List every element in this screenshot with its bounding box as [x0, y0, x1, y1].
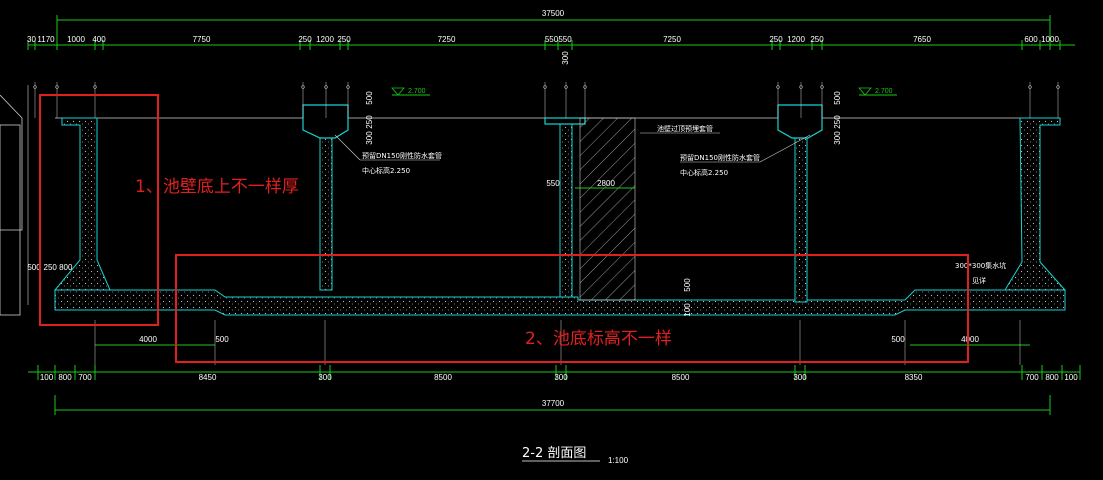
annotation-wall-text: 1、池壁底上不一样厚: [135, 177, 299, 197]
small-dim-label: 300: [365, 131, 374, 145]
interior-wall-3: [794, 129, 808, 303]
center-note: 池壁过顶预埋套管: [657, 124, 713, 133]
left-soil-outline: [0, 85, 29, 316]
top-dim-label: 30: [27, 35, 36, 44]
bottom-dim-label: 700: [1025, 373, 1039, 382]
dim-550: 550: [546, 179, 560, 188]
top-dim-label: 550: [545, 35, 559, 44]
pipe-note-left: 预留DN150刚性防水套管: [362, 151, 442, 160]
axis-grid-lines: [33, 82, 1060, 365]
annotation-box-wall: [39, 94, 159, 326]
center-hatched-zone: [579, 117, 636, 301]
dim-500-wall: 500: [27, 263, 41, 272]
top-dim-label: 1170: [37, 35, 55, 44]
small-dim-label: 250: [833, 115, 842, 129]
small-dim-label: 500: [365, 91, 374, 105]
right-note-sub: 见详: [972, 276, 986, 285]
svg-text:2.700: 2.700: [408, 88, 426, 95]
dim-500-left: 500: [215, 335, 229, 344]
bottom-dim-label: 8500: [672, 373, 690, 382]
bottom-dim-label: 300: [318, 373, 332, 382]
bottom-dim-label: 8450: [199, 373, 217, 382]
right-note: 300*300集水坑: [955, 261, 1006, 270]
bottom-dimension-group: 37700 100 800 700 8450 300 8500 300 8500 300 8350…: [28, 335, 1081, 415]
dim-4000-right: 4000: [961, 335, 979, 344]
top-dim-label: 250: [337, 35, 351, 44]
pipe-note-right: 预留DN150刚性防水套管: [680, 153, 760, 162]
interior-wall-1: [319, 129, 333, 291]
bottom-dim-label: 8500: [434, 373, 452, 382]
top-dim-label: 250: [769, 35, 783, 44]
small-dim-label: 500: [833, 91, 842, 105]
top-dim-label: 400: [92, 35, 106, 44]
bottom-dim-label: 800: [58, 373, 72, 382]
dim-100: 100: [683, 303, 692, 317]
svg-text:2.700: 2.700: [875, 88, 893, 95]
bottom-dim-label: 100: [1064, 373, 1078, 382]
bottom-total-dimension: 37700: [542, 399, 565, 408]
top-dim-label: 1000: [1041, 35, 1059, 44]
annotation-box-floor: [175, 254, 969, 363]
bottom-dim-label: 700: [78, 373, 92, 382]
channel-right: [777, 104, 823, 139]
top-total-dimension: 37500: [542, 9, 565, 18]
top-dim-label: 7650: [913, 35, 931, 44]
elevation-marker-left: 2.700: [391, 87, 430, 96]
dim-500-mid: 500: [683, 278, 692, 292]
small-dim-label: 300: [833, 131, 842, 145]
bottom-dim-label: 8350: [905, 373, 923, 382]
annotation-floor-text: 2、池底标高不一样: [525, 329, 672, 349]
top-dim-label: 1200: [787, 35, 805, 44]
pipe-note-right-sub: 中心标高2.250: [680, 168, 728, 177]
drawing-title: 2-2 剖面图: [522, 446, 586, 461]
bottom-dim-label: 800: [1045, 373, 1059, 382]
top-dim-label: 7250: [663, 35, 681, 44]
top-dim-label: 250: [810, 35, 824, 44]
top-dim-label: 7750: [193, 35, 211, 44]
drawing-scale: 1:100: [608, 456, 629, 465]
pipe-note-left-sub: 中心标高2.250: [362, 166, 410, 175]
interior-wall-2: [559, 119, 573, 298]
right-outer-wall: [1004, 117, 1067, 291]
top-dim-label: 1000: [67, 35, 85, 44]
bottom-dim-label: 100: [40, 373, 54, 382]
left-outer-wall: [53, 117, 111, 291]
small-dim-label: 250: [365, 115, 374, 129]
top-dim-label: 600: [1024, 35, 1038, 44]
elevation-marker-right: 2.700: [858, 87, 897, 96]
bottom-dim-label: 300: [793, 373, 807, 382]
center-cap: [544, 117, 586, 125]
channel-left: [302, 104, 349, 139]
dim-500-right: 500: [891, 335, 905, 344]
top-dim-label: 250: [298, 35, 312, 44]
dim-4000-left: 4000: [139, 335, 157, 344]
dim-2800: 2800: [597, 179, 615, 188]
top-dim-label: 550: [558, 35, 572, 44]
small-dim-label: 300: [561, 51, 570, 65]
top-dim-label: 7250: [438, 35, 456, 44]
top-dim-label: 1200: [316, 35, 334, 44]
bottom-dim-label: 300: [554, 373, 568, 382]
dim-250-800: 250 800: [44, 263, 73, 272]
